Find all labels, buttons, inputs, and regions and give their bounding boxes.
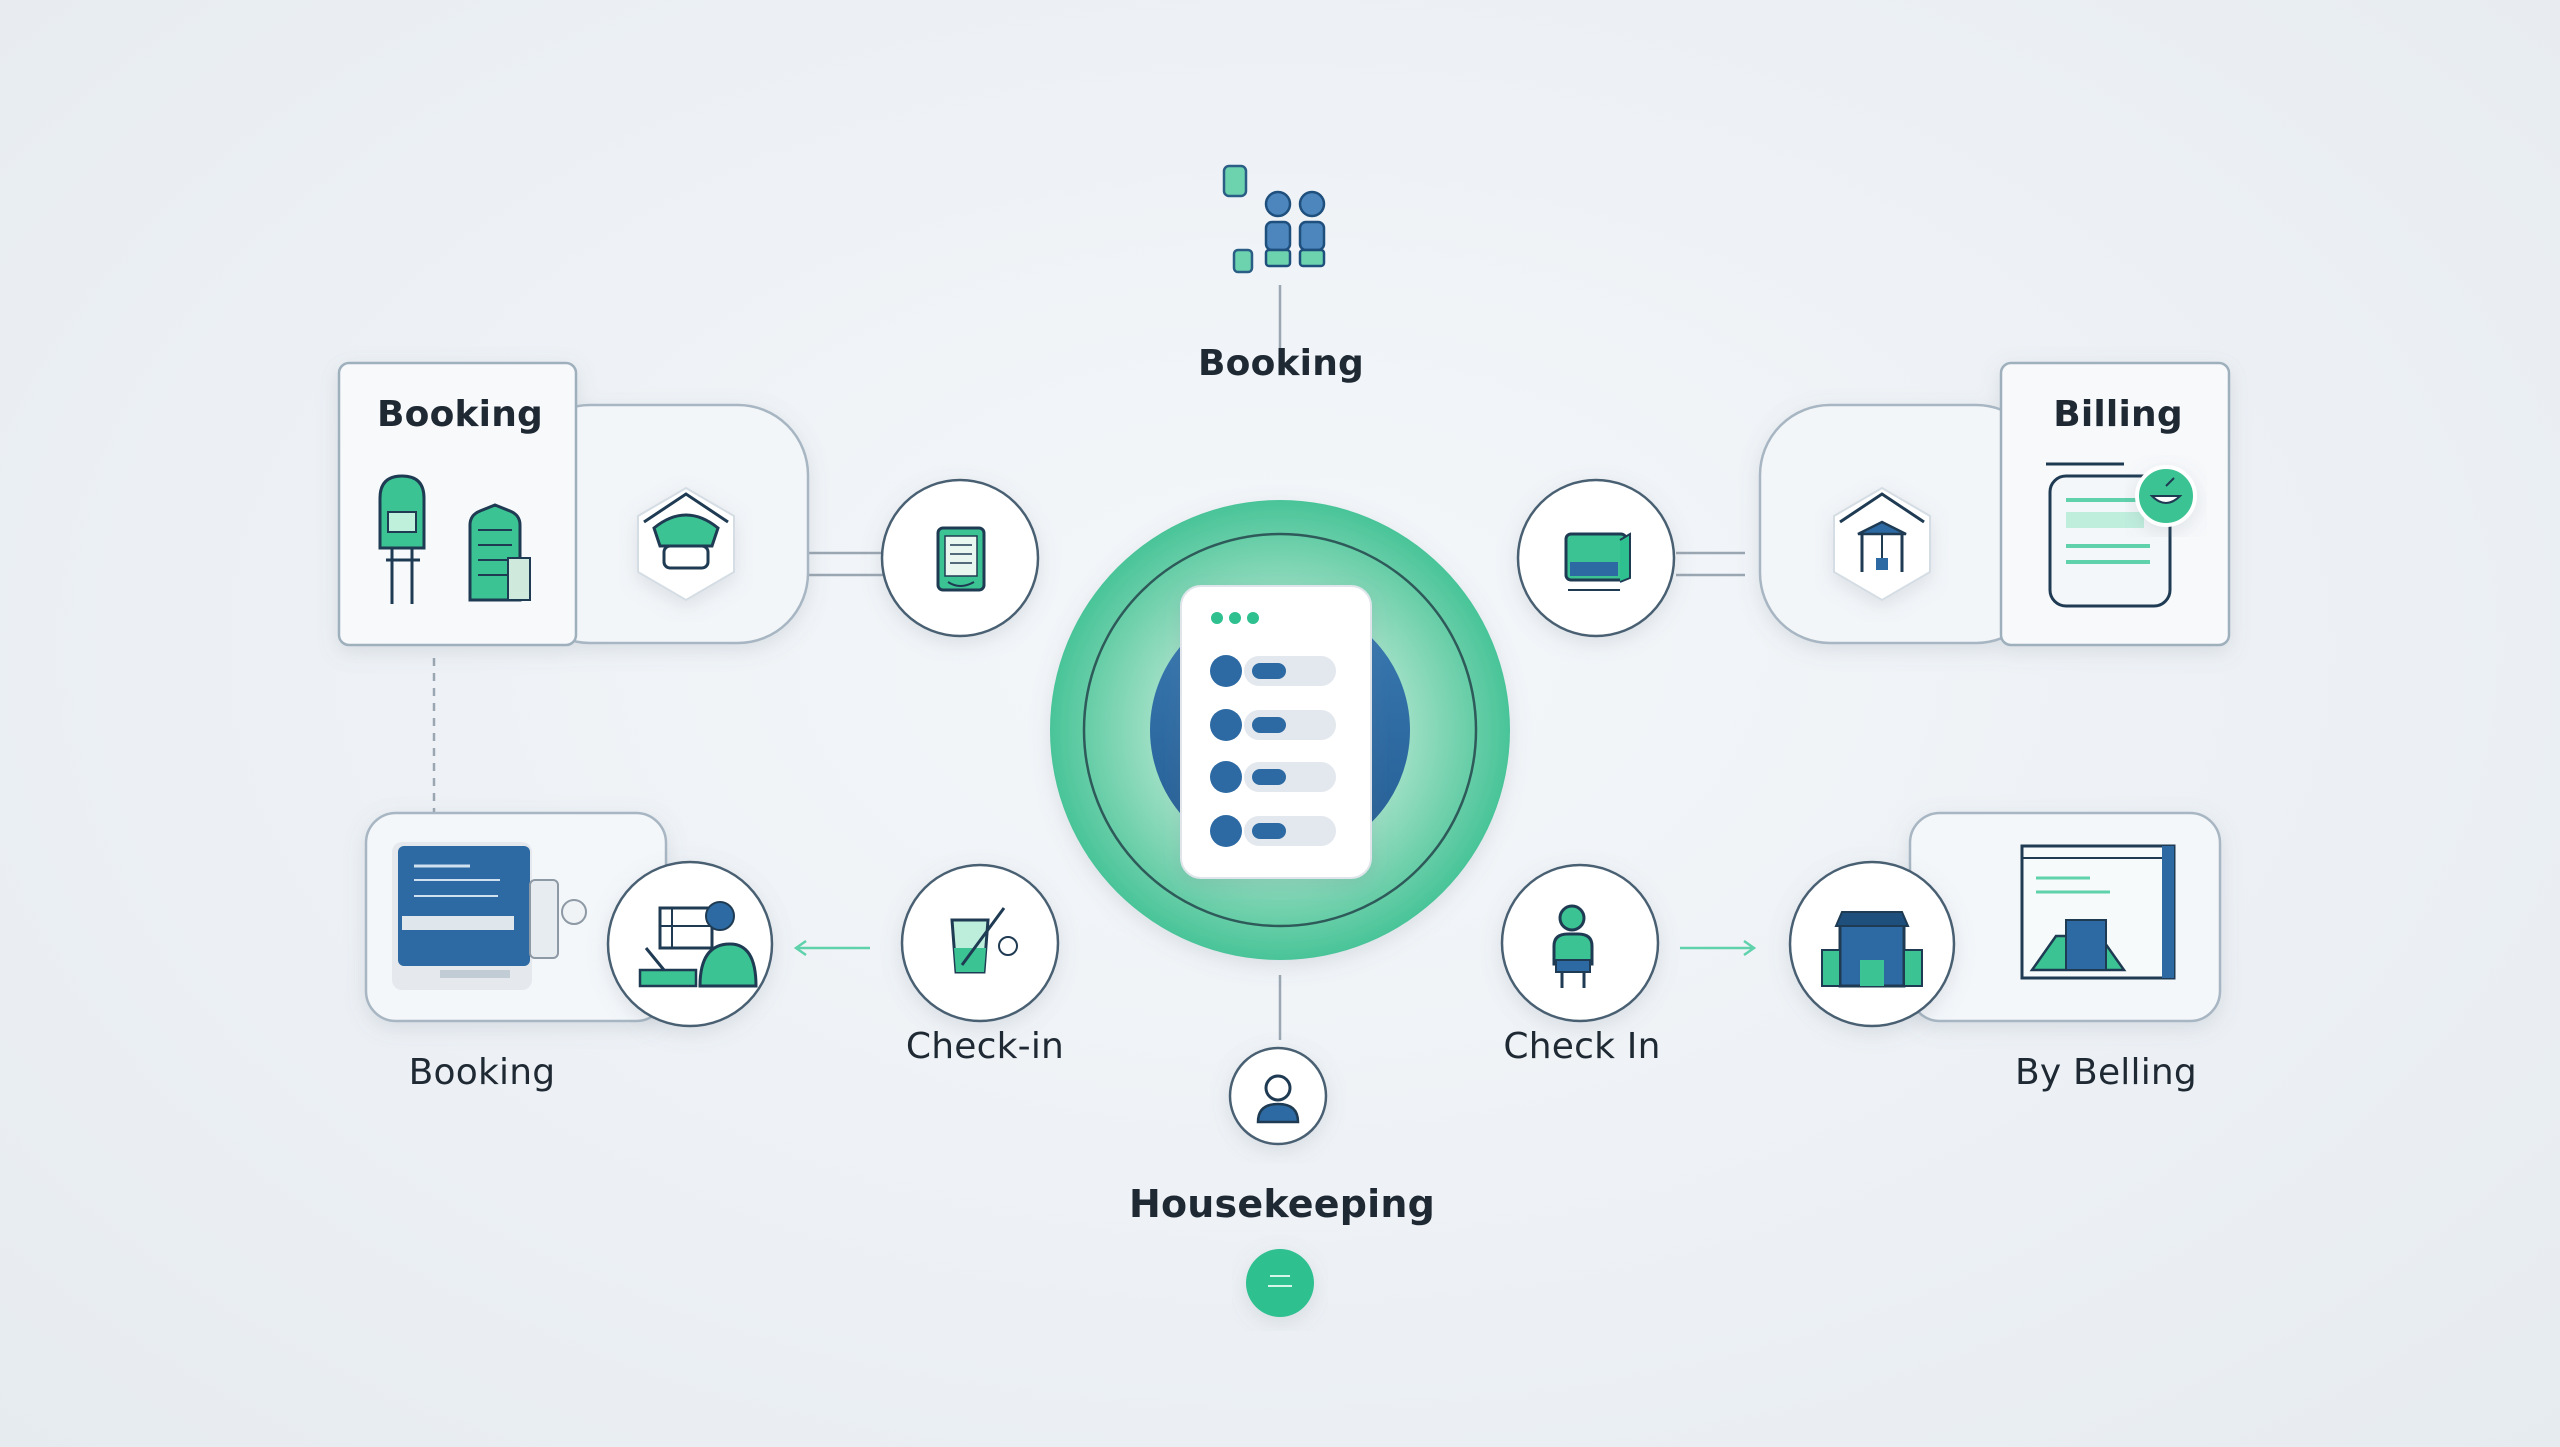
tablet-circle[interactable] — [880, 478, 1040, 638]
label-booking-card: Booking — [377, 394, 543, 435]
hub-list — [1210, 655, 1336, 847]
monitor-icon — [1564, 532, 1631, 591]
label-billing-card: Billing — [2053, 394, 2183, 435]
hub-ring — [1082, 532, 1478, 928]
hub-phone-dots — [1211, 612, 1259, 624]
tablet-icon — [936, 526, 986, 592]
right-hexagon-icon — [1833, 486, 1931, 602]
housekeeping-badge — [1246, 1249, 1314, 1317]
label-top-booking: Booking — [1198, 343, 1364, 384]
arrow-right-head — [1743, 939, 1757, 957]
coffee-badge-icon — [2135, 465, 2197, 527]
label-check-in-right: Check In — [1503, 1026, 1661, 1067]
booking-screen-icon — [392, 842, 587, 990]
kiosk-icons — [378, 474, 531, 604]
building-circle[interactable] — [1788, 860, 1956, 1028]
people-icon — [1222, 164, 1326, 274]
hotel-screen-icon — [2020, 844, 2176, 980]
left-hexagon-icon — [637, 486, 735, 602]
receptionist-circle[interactable] — [606, 860, 774, 1028]
housekeeping-circle[interactable] — [1228, 1046, 1328, 1146]
checkin-right-circle[interactable] — [1500, 863, 1660, 1023]
label-housekeeping: Housekeeping — [1128, 1182, 1436, 1226]
arrow-left-head — [793, 939, 807, 957]
checkin-left-circle[interactable] — [900, 863, 1060, 1023]
drink-icon — [950, 907, 1018, 974]
staff-icon — [1256, 1074, 1300, 1124]
label-bottom-left-booking: Booking — [408, 1052, 556, 1093]
connectors — [432, 285, 1745, 1040]
receptionist-icon — [638, 901, 758, 988]
label-check-in-left: Check-in — [905, 1026, 1065, 1067]
guest-icon — [1552, 904, 1594, 988]
building-icon — [1821, 911, 1923, 988]
label-by-billing: By Belling — [2015, 1052, 2197, 1093]
arrows — [793, 939, 1757, 957]
monitor-circle[interactable] — [1516, 478, 1676, 638]
central-hub[interactable] — [1050, 500, 1510, 960]
